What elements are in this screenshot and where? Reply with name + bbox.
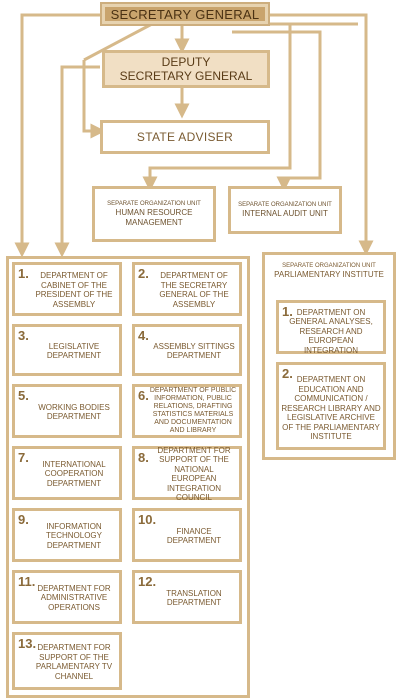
state-adviser-node: STATE ADVISER [100,120,270,154]
institute-department-box: 1. DEPARTMENT ON GENERAL ANALYSES, RESEA… [276,300,386,355]
department-number: 6. [138,388,149,403]
audit-unit-name: INTERNAL AUDIT UNIT [242,209,328,218]
department-box: 1. DEPARTMENT OF CABINET OF THE PRESIDEN… [12,262,122,316]
department-box: 6. DEPARTMENT OF PUBLIC INFORMATION, PUB… [132,384,242,438]
deputy-label-line2: SECRETARY GENERAL [119,69,253,83]
department-box: 7. INTERNATIONAL COOPERATION DEPARTMENT [12,446,122,500]
department-label: INTERNATIONAL COOPERATION DEPARTMENT [42,459,106,488]
department-label: TRANSLATION DEPARTMENT [166,588,222,608]
institute-name: PARLIAMENTARY INSTITUTE [274,270,384,279]
department-number: 2. [138,266,149,281]
department-box: 10. FINANCE DEPARTMENT [132,508,242,562]
audit-unit-node: SEPARATE ORGANIZATION UNIT INTERNAL AUDI… [228,186,342,234]
department-box: 2. DEPARTMENT OF THE SECRETARY GENERAL O… [132,262,242,316]
hr-unit-node: SEPARATE ORGANIZATION UNIT HUMAN RESOURC… [92,186,216,242]
department-number: 12. [138,574,157,589]
department-number: 10. [138,512,157,527]
institute-department-number: 1. [282,304,293,319]
department-label: DEPARTMENT FOR SUPPORT OF THE NATIONAL E… [157,445,231,503]
hr-unit-caption: SEPARATE ORGANIZATION UNIT [107,201,201,207]
institute-department-label: DEPARTMENT ON GENERAL ANALYSES, RESEARCH… [289,307,373,355]
institute-header: SEPARATE ORGANIZATION UNIT PARLIAMENTARY… [266,262,392,280]
department-number: 4. [138,328,149,343]
department-box: 5. WORKING BODIES DEPARTMENT [12,384,122,438]
department-number: 7. [18,450,29,465]
department-number: 1. [18,266,29,281]
department-label: LEGISLATIVE DEPARTMENT [46,341,102,361]
secretary-general-label: SECRETARY GENERAL [110,6,260,22]
department-box: 4. ASSEMBLY SITTINGS DEPARTMENT [132,324,242,376]
institute-department-label: DEPARTMENT ON EDUCATION AND COMMUNICATIO… [281,375,381,442]
department-label: DEPARTMENT FOR SUPPORT OF THE PARLAMENTA… [35,643,113,681]
department-label: FINANCE DEPARTMENT [166,526,222,546]
secretary-general-node: SECRETARY GENERAL [100,2,270,26]
department-label: ASSEMBLY SITTINGS DEPARTMENT [153,341,235,361]
deputy-secretary-general-node: DEPUTY SECRETARY GENERAL [102,50,270,88]
department-label: INFORMATION TECHNOLOGY DEPARTMENT [45,521,102,550]
department-number: 8. [138,450,149,465]
audit-unit-caption: SEPARATE ORGANIZATION UNIT [238,202,332,208]
department-number: 11. [18,574,36,589]
institute-department-number: 2. [282,366,293,381]
department-number: 5. [18,388,29,403]
department-box: 11. DEPARTMENT FOR ADMINISTRATIVE OPERAT… [12,570,122,624]
department-box: 13. DEPARTMENT FOR SUPPORT OF THE PARLAM… [12,632,122,690]
department-label: DEPARTMENT OF PUBLIC INFORMATION, PUBLIC… [149,387,237,434]
institute-caption: SEPARATE ORGANIZATION UNIT [282,263,376,269]
department-label: WORKING BODIES DEPARTMENT [38,402,110,422]
department-label: DEPARTMENT FOR ADMINISTRATIVE OPERATIONS [37,583,111,612]
hr-unit-name: HUMAN RESOURCE MANAGEMENT [115,208,193,227]
department-box: 12. TRANSLATION DEPARTMENT [132,570,242,624]
department-label: DEPARTMENT OF CABINET OF THE PRESIDENT O… [35,271,113,309]
department-box: 3. LEGISLATIVE DEPARTMENT [12,324,122,376]
department-label: DEPARTMENT OF THE SECRETARY GENERAL OF T… [159,271,229,309]
deputy-label-line1: DEPUTY [161,55,211,69]
institute-department-box: 2. DEPARTMENT ON EDUCATION AND COMMUNICA… [276,362,386,450]
department-number: 3. [18,328,29,343]
department-box: 9. INFORMATION TECHNOLOGY DEPARTMENT [12,508,122,562]
department-number: 9. [18,512,29,527]
department-box: 8. DEPARTMENT FOR SUPPORT OF THE NATIONA… [132,445,242,503]
state-adviser-label: STATE ADVISER [136,130,234,144]
department-number: 13. [18,636,37,651]
